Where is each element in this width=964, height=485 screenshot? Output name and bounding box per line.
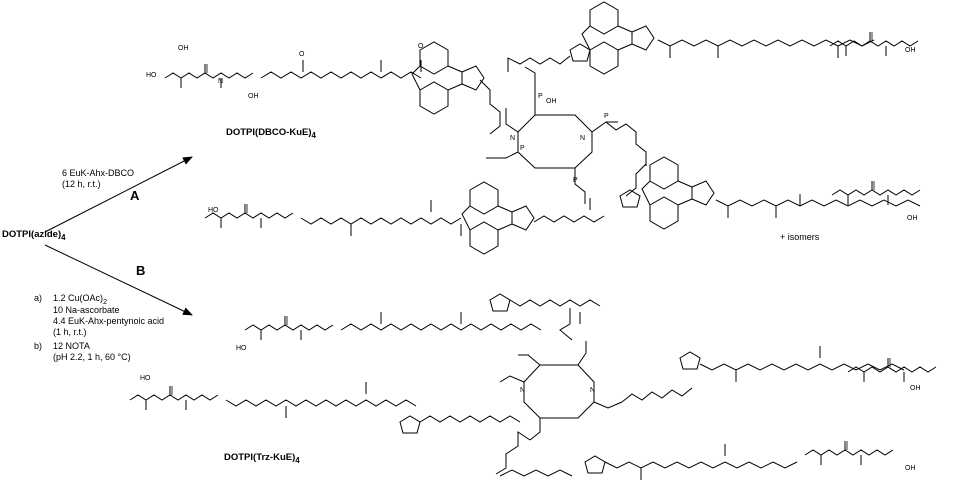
svg-text:N: N — [580, 135, 585, 142]
upper-dotp-core — [486, 66, 647, 204]
svg-text:N: N — [590, 387, 595, 394]
arrow-route-a — [44, 156, 193, 233]
svg-text:OH: OH — [910, 385, 921, 392]
lower-product-label: DOTPI(Trz-KuE)4 — [224, 452, 300, 465]
svg-text:OH: OH — [905, 465, 916, 472]
svg-text:N: N — [218, 78, 223, 85]
route-b-step-a-line-3: 4.4 EuK-Ahx-pentynoic acid — [53, 316, 165, 326]
svg-text:HO: HO — [208, 207, 219, 214]
upper-arm-lower-right — [619, 156, 921, 230]
route-b-letter: B — [136, 263, 146, 278]
upper-arm-lower-left — [204, 181, 605, 255]
route-a-reagent-2: (12 h, r.t.) — [62, 179, 101, 189]
isomers-note: + isomers — [780, 232, 820, 242]
arrow-route-b — [44, 244, 193, 316]
svg-text:O: O — [299, 51, 305, 58]
route-b-step-b-line-1: 12 NOTA — [53, 341, 90, 351]
svg-text:P: P — [573, 177, 578, 184]
svg-text:N: N — [520, 387, 525, 394]
svg-text:HO: HO — [146, 72, 157, 79]
route-b-step-a-prefix: a) — [34, 293, 43, 303]
svg-text:N: N — [510, 135, 515, 142]
lower-dotp-core — [499, 308, 623, 441]
svg-text:HO: HO — [140, 375, 151, 382]
svg-text:OH: OH — [905, 47, 916, 54]
svg-text:OH: OH — [907, 215, 918, 222]
route-b-step-b-line-2: (pH 2.2, 1 h, 60 °C) — [53, 352, 131, 362]
svg-text:P: P — [604, 113, 609, 120]
svg-text:P: P — [520, 145, 525, 152]
route-b-step-a-line-4: (1 h, r.t.) — [53, 327, 87, 337]
lower-arm-top-left — [244, 293, 601, 341]
upper-arm-top-right — [507, 1, 919, 75]
svg-text:HO: HO — [236, 345, 247, 352]
svg-text:OH: OH — [546, 98, 557, 105]
atom-labels: OH HO N OH O O N N P P P P OH OH OH HO H… — [140, 43, 921, 472]
lower-arm-right-top — [621, 346, 937, 403]
upper-product-label: DOTPI(DBCO-KuE)4 — [226, 127, 316, 140]
lower-arm-left — [129, 382, 521, 434]
route-b-step-a-line-1: 1.2 Cu(OAc)2 — [53, 293, 108, 306]
route-b-step-b-prefix: b) — [34, 341, 43, 351]
svg-text:O: O — [418, 43, 424, 50]
lower-arm-bottom — [495, 431, 894, 480]
upper-arm-top-left — [164, 41, 501, 135]
svg-text:OH: OH — [178, 45, 189, 52]
svg-text:P: P — [538, 93, 543, 100]
starting-material-label: DOTPI(azide)4 — [2, 229, 66, 242]
route-a-letter: A — [130, 188, 140, 203]
route-b-step-a-line-2: 10 Na-ascorbate — [53, 305, 120, 315]
route-a-reagent-1: 6 EuK-Ahx-DBCO — [62, 168, 135, 178]
svg-text:OH: OH — [248, 93, 259, 100]
